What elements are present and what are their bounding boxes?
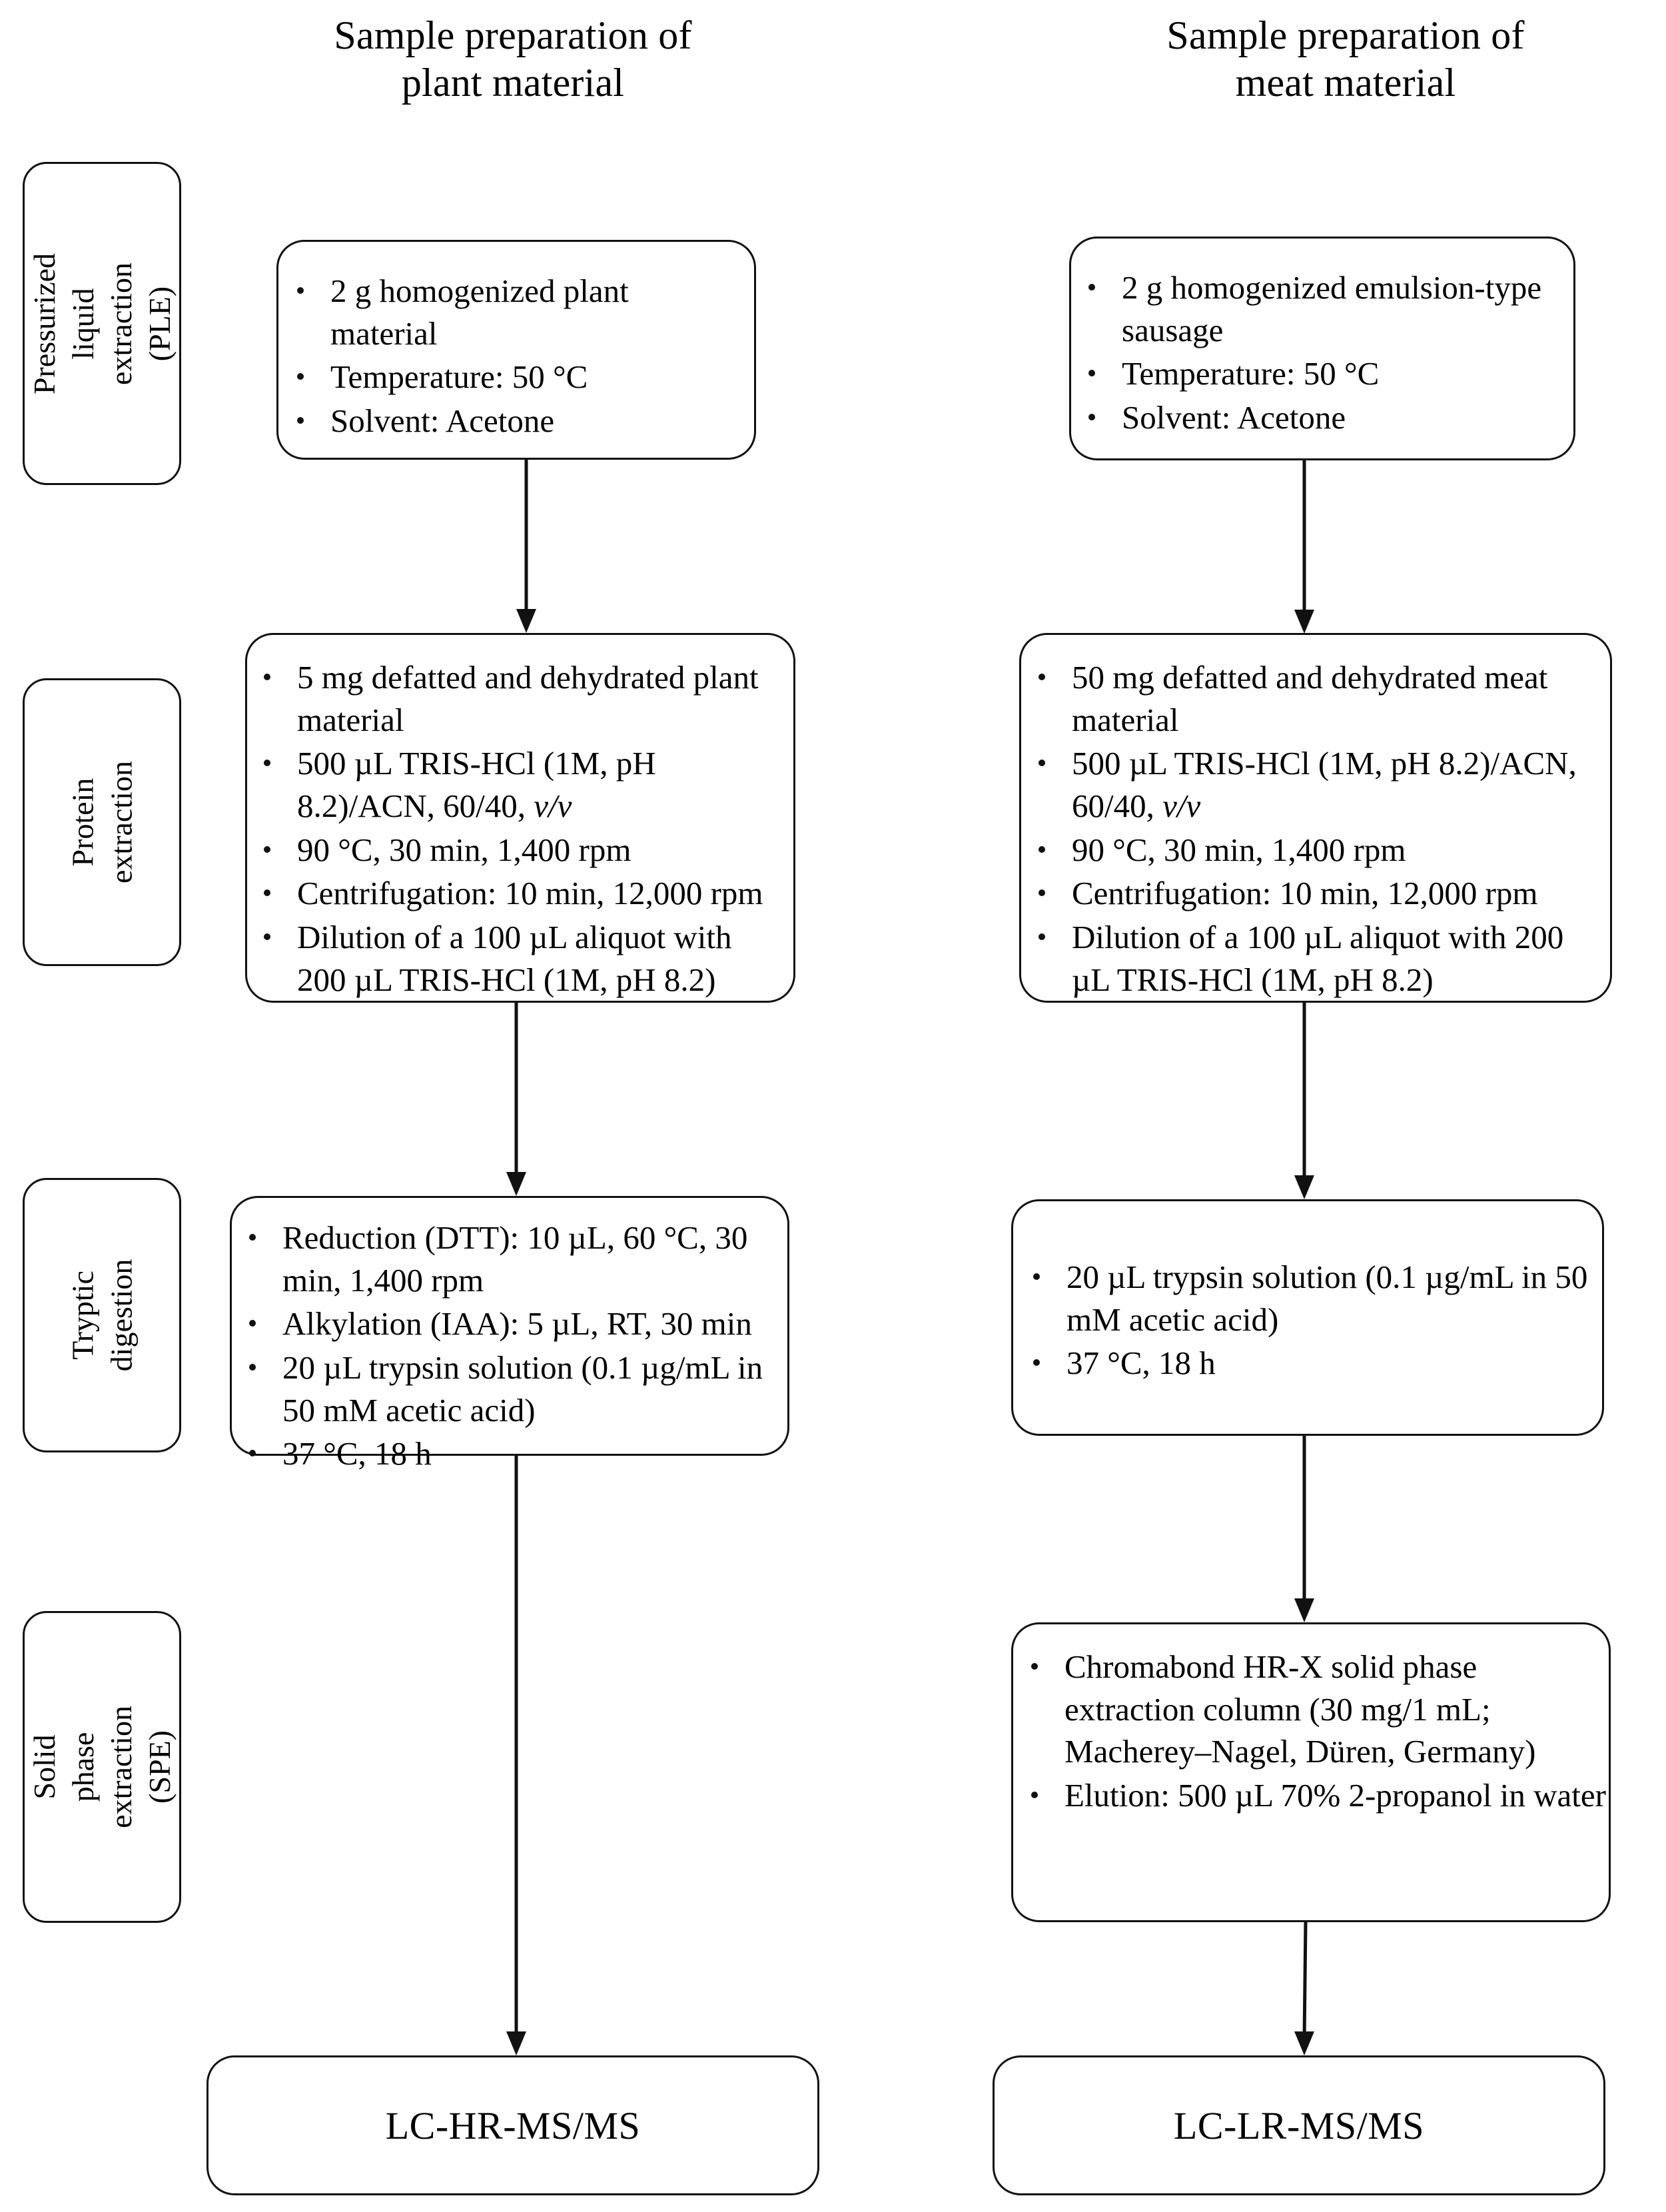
stage-label-tryptic-digestion: Tryptic digestion <box>23 1178 181 1452</box>
plant-ple-box <box>276 240 756 460</box>
stage-label-protein-extraction: Protein extraction <box>23 678 181 966</box>
bullet-item: Solvent: Acetone <box>1078 396 1571 439</box>
bullet-item: Alkylation (IAA): 5 µL, RT, 30 min <box>238 1303 783 1345</box>
plant-protein-bullets: 5 mg defatted and dehydrated plant mater… <box>253 656 786 1003</box>
bullet-item: Centrifugation: 10 min, 12,000 rpm <box>253 872 786 915</box>
bullet-item: Dilution of a 100 µL aliquot with 200 µL… <box>253 916 786 1001</box>
bullet-item: 20 µL trypsin solution (0.1 µg/mL in 50 … <box>238 1347 783 1431</box>
bullet-item: 37 °C, 18 h <box>238 1432 783 1475</box>
bullet-item: Chromabond HR-X solid phase extraction c… <box>1021 1646 1607 1773</box>
plant-result-label: LC-HR-MS/MS <box>385 2103 641 2147</box>
arrow-plant-protein-to-tryptic <box>506 1003 526 1196</box>
stage-label-ple-text: Pressurized liquid extraction (PLE) <box>27 253 177 394</box>
bullet-item: 37 °C, 18 h <box>1023 1342 1601 1384</box>
meat-result-label: LC-LR-MS/MS <box>1173 2103 1425 2147</box>
bullet-item: Dilution of a 100 µL aliquot with 200 µL… <box>1028 916 1605 1001</box>
bullet-item: 2 g homogenized plant material <box>286 270 739 354</box>
meat-spe-box <box>1011 1622 1611 1922</box>
bullet-item: 500 µL TRIS-HCl (1M, pH 8.2)/ACN, 60/40,… <box>1028 742 1605 827</box>
plant-tryptic-box <box>230 1196 789 1456</box>
bullet-item: 20 µL trypsin solution (0.1 µg/mL in 50 … <box>1023 1256 1601 1341</box>
bullet-item: Centrifugation: 10 min, 12,000 rpm <box>1028 872 1605 915</box>
arrow-meat-protein-to-tryptic <box>1294 1003 1314 1199</box>
plant-result-box: LC-HR-MS/MS <box>207 2055 819 2195</box>
meat-protein-box <box>1019 633 1612 1003</box>
stage-label-spe: Solid phase extraction (SPE) <box>23 1611 181 1923</box>
bullet-item: Temperature: 50 °C <box>1078 352 1571 395</box>
plant-tryptic-bullets: Reduction (DTT): 10 µL, 60 °C, 30 min, 1… <box>238 1217 783 1476</box>
arrow-meat-spe-to-result <box>1294 1922 1314 2055</box>
bullet-item: 2 g homogenized emulsion-type sausage <box>1078 267 1571 351</box>
bullet-item: 500 µL TRIS-HCl (1M, pH 8.2)/ACN, 60/40,… <box>253 742 786 827</box>
arrow-plant-tryptic-to-result <box>506 1456 526 2055</box>
bullet-item: Elution: 500 µL 70% 2-propanol in water <box>1021 1774 1607 1817</box>
bullet-item: 90 °C, 30 min, 1,400 rpm <box>253 829 786 871</box>
arrow-plant-ple-to-protein <box>516 460 536 633</box>
meat-spe-bullets: Chromabond HR-X solid phase extraction c… <box>1021 1646 1607 1818</box>
arrow-meat-tryptic-to-spe <box>1294 1436 1314 1622</box>
bullet-item: Reduction (DTT): 10 µL, 60 °C, 30 min, 1… <box>238 1217 783 1301</box>
bullet-item: 5 mg defatted and dehydrated plant mater… <box>253 656 786 741</box>
bullet-item: 90 °C, 30 min, 1,400 rpm <box>1028 829 1605 871</box>
arrow-meat-ple-to-protein <box>1294 460 1314 634</box>
bullet-item: 50 mg defatted and dehydrated meat mater… <box>1028 656 1605 741</box>
plant-protein-box <box>245 633 795 1003</box>
stage-label-tryptic-digestion-text: Tryptic digestion <box>65 1259 139 1372</box>
meat-ple-box <box>1069 237 1575 460</box>
meat-tryptic-bullets: 20 µL trypsin solution (0.1 µg/mL in 50 … <box>1023 1256 1601 1386</box>
stage-label-ple: Pressurized liquid extraction (PLE) <box>23 162 181 485</box>
meat-result-box: LC-LR-MS/MS <box>993 2055 1605 2195</box>
column-title-meat: Sample preparation of meat material <box>1166 13 1525 105</box>
column-title-plant: Sample preparation of plant material <box>334 13 692 105</box>
meat-tryptic-box <box>1011 1199 1604 1436</box>
stage-label-spe-text: Solid phase extraction (SPE) <box>27 1706 177 1828</box>
stage-label-protein-extraction-text: Protein extraction <box>65 761 139 883</box>
bullet-item: Temperature: 50 °C <box>286 356 739 398</box>
meat-protein-bullets: 50 mg defatted and dehydrated meat mater… <box>1028 656 1605 1003</box>
bullet-item: Solvent: Acetone <box>286 400 739 442</box>
